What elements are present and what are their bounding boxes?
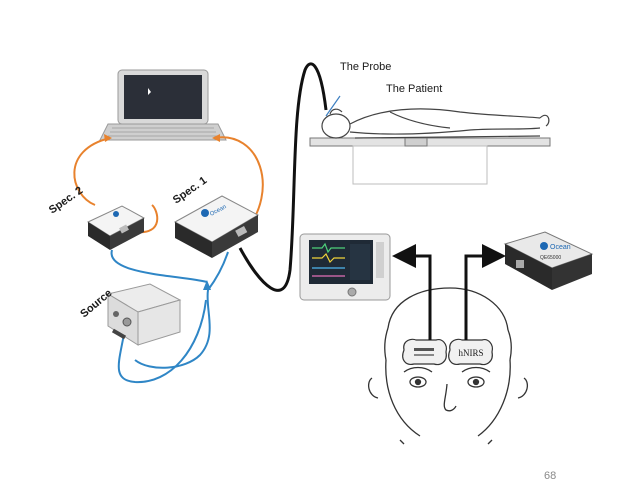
fiber-cable-spec1: [134, 251, 229, 369]
arrow-to-monitor: [392, 244, 432, 340]
probe-cable: [238, 62, 328, 292]
light-source: [106, 283, 182, 346]
ocean-brand-text: Ocean: [550, 244, 571, 251]
sensor-pad-hnirs: [448, 338, 493, 366]
slide-number: 68: [544, 470, 557, 482]
patient-label: The Patient: [386, 83, 442, 95]
head-figure: [367, 287, 529, 445]
patient-figure: [321, 108, 550, 139]
qe65000-spectrometer: Ocean QE65000: [503, 231, 594, 290]
spectrometer-1: Ocean: [173, 195, 260, 258]
spectrometer-2: [86, 205, 146, 250]
qe65000-model-text: QE65000: [540, 255, 561, 261]
arrow-to-qe65000: [464, 244, 506, 340]
patient-monitor: [299, 233, 391, 301]
fiber-cable-source: [117, 299, 207, 384]
sensor-pad-left: [402, 338, 447, 366]
fiber-cable-spec2: [110, 249, 208, 283]
hnirs-label: hNIRS: [458, 348, 483, 358]
laptop-icon: [99, 69, 227, 141]
spec2-label: Spec. 2: [47, 185, 85, 217]
probe-label: The Probe: [340, 61, 391, 73]
usb-cable-spec2: [73, 137, 111, 206]
spec1-label: Spec. 1: [171, 175, 209, 207]
probe-pointer-line: [325, 95, 341, 117]
patient-bed: [309, 137, 551, 185]
